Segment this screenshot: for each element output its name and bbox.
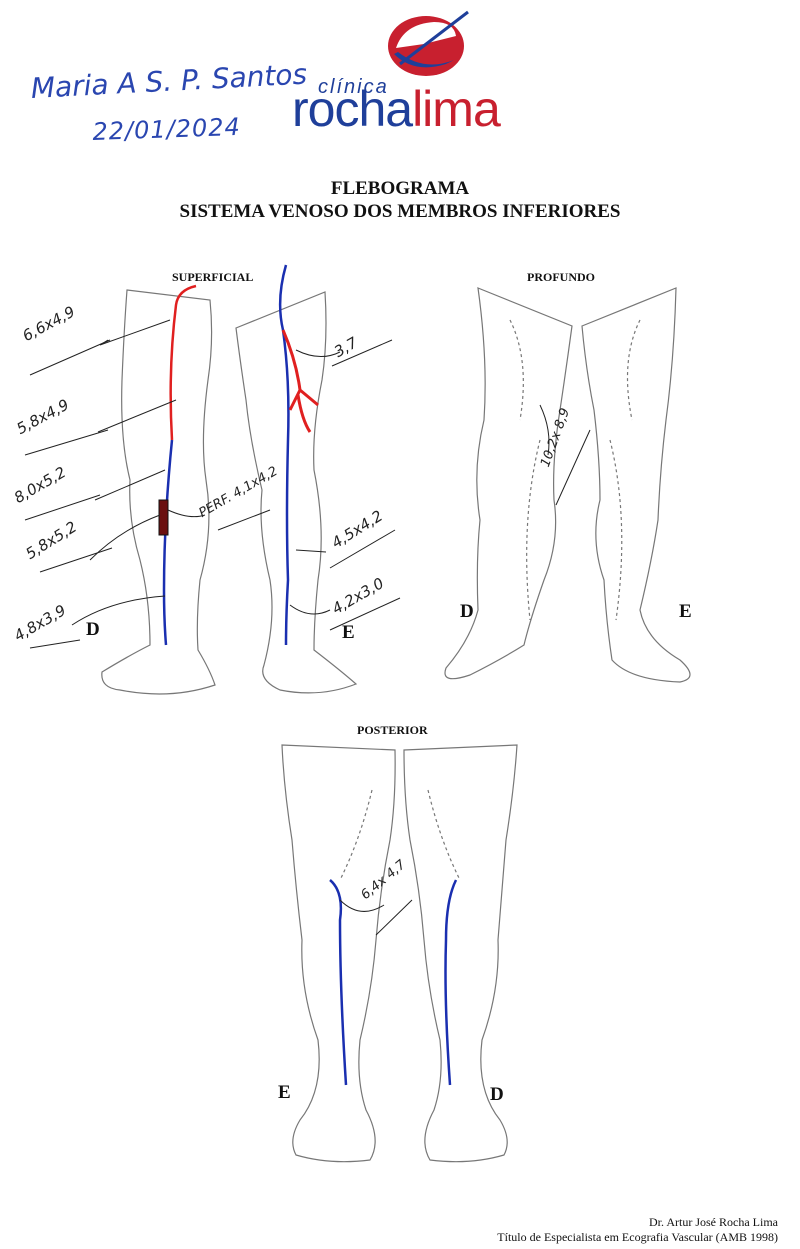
- logo-wordmark: rochalima: [292, 81, 501, 137]
- great-saphenous-normal-segment-right: [162, 439, 174, 646]
- profundo-right-leg-outline: [444, 287, 573, 680]
- view-label-posterior: POSTERIOR: [357, 723, 428, 737]
- posterior-side-e: E: [278, 1082, 291, 1103]
- posterior-right-leg-outline: [403, 744, 518, 1163]
- view-label-profundo: PROFUNDO: [527, 270, 595, 284]
- perforator-marker: [158, 499, 169, 536]
- profundo-side-e: E: [679, 601, 692, 622]
- superficial-right-leg-outline: [101, 289, 216, 695]
- superficial-side-e: E: [342, 622, 355, 643]
- view-label-superficial: SUPERFICIAL: [172, 270, 254, 284]
- logo-rocha: rocha: [292, 81, 413, 137]
- small-saphenous-posterior-right: [444, 879, 458, 1086]
- varicose-tributary-left: [281, 329, 319, 433]
- logo-lima: lima: [412, 81, 501, 137]
- annotation-leader-lines: [24, 319, 591, 936]
- posterior-side-d: D: [490, 1084, 504, 1105]
- great-saphenous-left: [278, 264, 290, 646]
- small-saphenous-posterior-left: [329, 879, 348, 1086]
- footer-doctor-name: Dr. Artur José Rocha Lima: [649, 1215, 778, 1229]
- superficial-left-leg-outline: [235, 291, 358, 694]
- profundo-side-d: D: [460, 601, 474, 622]
- footer-credential: Título de Especialista em Ecografia Vasc…: [497, 1230, 778, 1244]
- logo-clinica-text: clínica: [318, 76, 389, 98]
- superficial-side-d: D: [86, 619, 100, 640]
- posterior-left-leg-outline: [281, 744, 396, 1163]
- logo-mark: [388, 10, 469, 76]
- profundo-left-leg-outline: [581, 287, 691, 683]
- great-saphenous-insufficient-segment-right: [169, 284, 197, 441]
- document-title: FLEBOGRAMA: [330, 178, 470, 199]
- document-subtitle: SISTEMA VENOSO DOS MEMBROS INFERIORES: [179, 201, 621, 222]
